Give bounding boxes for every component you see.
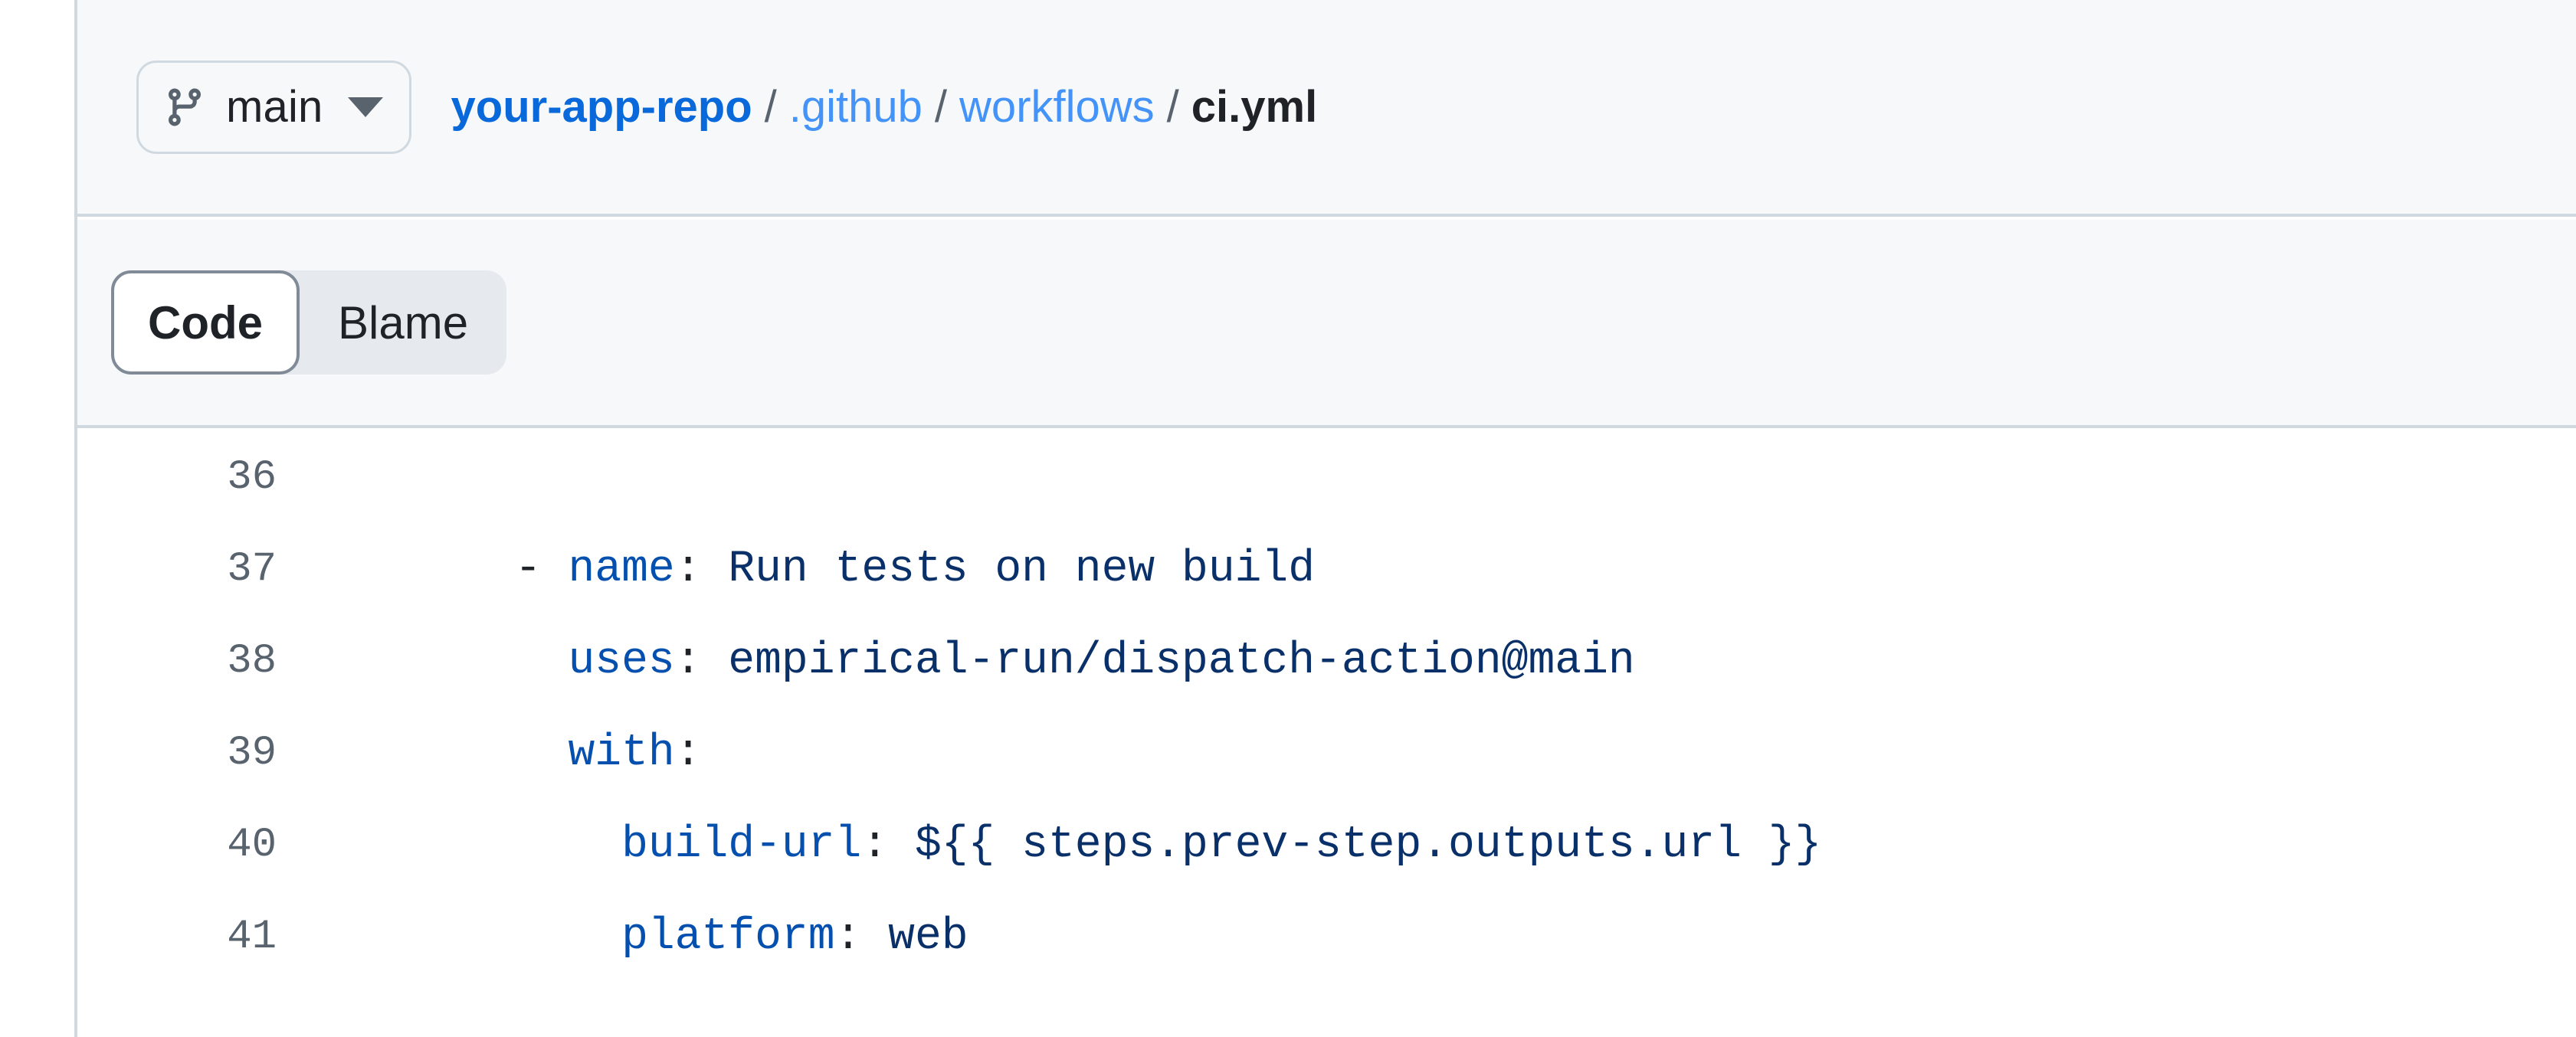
code-line-row: 40 build-url: ${{ steps.prev-step.output… [77,799,2576,891]
yaml-colon: : [834,911,862,962]
breadcrumb-separator: / [934,81,948,132]
line-number[interactable]: 39 [227,729,277,777]
yaml-key: name [568,544,675,594]
left-rail [0,0,74,1037]
yaml-colon: : [674,544,702,594]
line-number[interactable]: 37 [227,545,277,593]
yaml-value: Run tests on new build [701,544,1316,594]
yaml-colon: : [861,819,889,870]
yaml-value: ${{ steps.prev-step.outputs.url }} [888,819,1822,870]
line-number[interactable]: 36 [227,453,277,501]
line-number[interactable]: 38 [227,637,277,685]
breadcrumb-current-file: ci.yml [1191,81,1318,132]
yaml-value: web [861,911,968,962]
line-indent [355,636,568,686]
breadcrumb: your-app-repo / .github / workflows / ci… [451,81,1318,132]
line-dash: - [514,544,569,594]
line-number[interactable]: 40 [227,821,277,869]
line-indent [355,912,621,962]
code-lines: 36 37 - name: Run tests on new build 38 … [77,431,2576,983]
line-content[interactable] [316,431,2576,523]
breadcrumb-segment-workflows[interactable]: workflows [959,81,1155,132]
breadcrumb-separator: / [764,81,777,132]
code-line-row: 41 platform: web [77,891,2576,983]
yaml-colon: : [674,728,702,778]
line-content[interactable]: with: [316,707,2576,799]
yaml-value: empirical-run/dispatch-action@main [701,636,1635,686]
code-table: 36 37 - name: Run tests on new build 38 … [77,431,2576,983]
code-line-row: 37 - name: Run tests on new build [77,523,2576,615]
line-indent [355,728,568,778]
git-branch-icon [163,86,206,129]
line-content[interactable]: uses: empirical-run/dispatch-action@main [316,615,2576,707]
branch-selector-button[interactable]: main [136,60,411,154]
line-content[interactable]: build-url: ${{ steps.prev-step.outputs.u… [316,799,2576,891]
chevron-down-icon [347,97,383,117]
line-indent [355,545,515,594]
yaml-key: platform [621,911,835,962]
tab-code[interactable]: Code [111,270,300,375]
breadcrumb-segment-github[interactable]: .github [788,81,923,132]
breadcrumb-separator: / [1166,81,1179,132]
code-line-row: 36 [77,431,2576,523]
code-line-row: 39 with: [77,707,2576,799]
code-line-row: 38 uses: empirical-run/dispatch-action@m… [77,615,2576,707]
file-panel: main your-app-repo / .github / workflows… [77,0,2576,1037]
code-viewer[interactable]: 36 37 - name: Run tests on new build 38 … [77,431,2576,1037]
code-blame-segmented-control: Code Blame [111,270,507,375]
file-header: main your-app-repo / .github / workflows… [77,0,2576,217]
yaml-key: with [568,728,675,778]
file-view-tabbar: Code Blame [77,220,2576,428]
line-number[interactable]: 41 [227,913,277,960]
yaml-colon: : [674,636,702,686]
line-content[interactable]: platform: web [316,891,2576,983]
rail-vertical-divider [74,0,77,1037]
breadcrumb-repo-link[interactable]: your-app-repo [451,81,752,132]
yaml-key: uses [568,636,675,686]
line-indent [355,820,621,870]
line-content[interactable]: - name: Run tests on new build [316,523,2576,615]
tab-blame[interactable]: Blame [338,296,469,348]
branch-name-label: main [226,81,323,132]
yaml-key: build-url [621,819,862,870]
